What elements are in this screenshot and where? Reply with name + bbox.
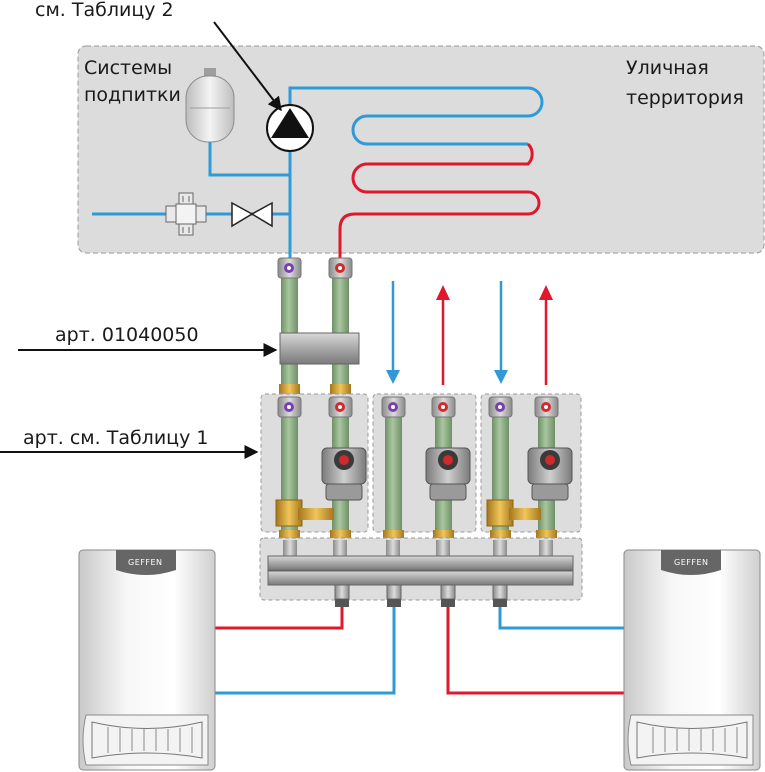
circulator-pump-icon (425, 447, 471, 501)
see-table-2-leader (213, 21, 282, 112)
outdoor-zone-panel (77, 45, 765, 254)
return-arrow-2 (494, 281, 508, 384)
boiler-right-supply-line (446, 607, 624, 695)
return-arrow-1 (386, 281, 400, 384)
art-01040050-label: арт. 01040050 (55, 324, 199, 346)
makeup-systems-label-1: Системы (84, 57, 172, 79)
boiler-brand-label: GEFFEN (674, 558, 709, 567)
distribution-manifold (267, 540, 574, 607)
pump-group-3 (486, 396, 573, 540)
outdoor-area-label-1: Уличная (626, 57, 709, 79)
circulator-pump-icon (321, 447, 367, 501)
boiler-brand-label: GEFFEN (128, 558, 163, 567)
pump-group-2 (381, 396, 471, 540)
makeup-systems-label-2: подпитки (84, 84, 181, 106)
circulator-pump-icon (527, 447, 573, 501)
boiler-left-supply-line (215, 607, 344, 630)
primary-supply-riser (328, 257, 353, 394)
primary-return-riser (277, 257, 302, 394)
boiler-right-return-line (498, 607, 624, 630)
see-table-2-label: см. Таблицу 2 (35, 0, 174, 21)
boiler-left-return-line (215, 607, 396, 695)
circulation-pump-icon (266, 104, 314, 152)
tank-line (208, 140, 290, 177)
pump-group-1 (275, 396, 367, 540)
snowmelt-coil-supply (338, 142, 541, 262)
supply-arrow-2 (539, 285, 553, 385)
expansion-tank-icon (185, 68, 235, 143)
art-see-table-1-label: арт. см. Таблицу 1 (23, 427, 208, 449)
supply-arrow-1 (436, 285, 450, 385)
pressure-reducer-icon (165, 192, 207, 236)
snowmelt-coil-return (288, 86, 544, 175)
boiler-left: GEFFEN (78, 549, 216, 771)
ball-valve-icon (231, 201, 273, 228)
plate-heat-exchanger (279, 332, 360, 365)
outdoor-area-label-2: территория (626, 87, 744, 109)
boiler-right: GEFFEN (623, 549, 761, 771)
